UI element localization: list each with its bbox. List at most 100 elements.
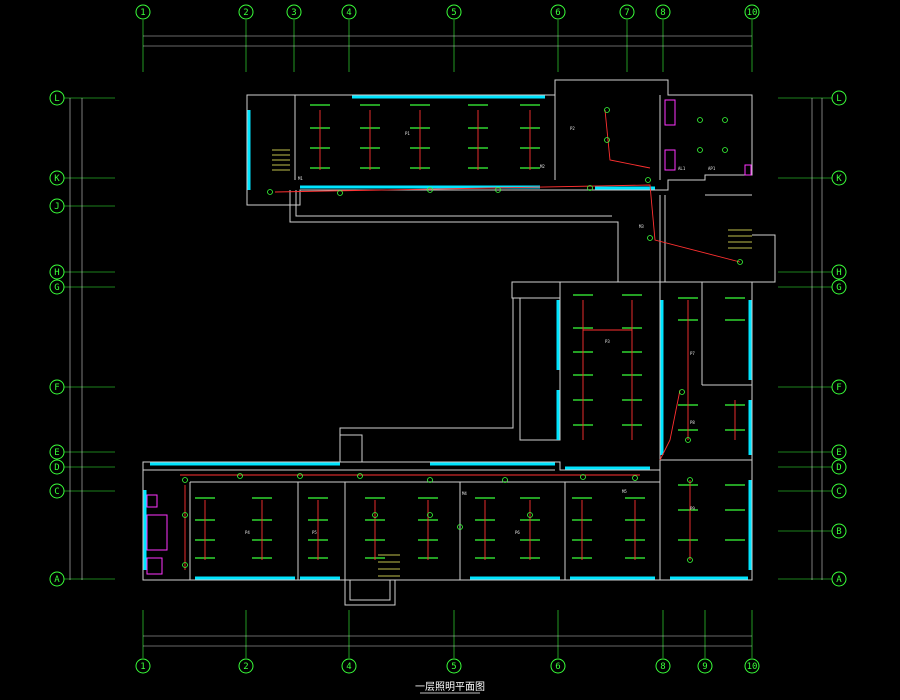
sensor-symbol bbox=[337, 190, 343, 196]
svg-text:J: J bbox=[54, 202, 59, 212]
building-walls bbox=[142, 79, 776, 606]
sensor-symbol bbox=[267, 189, 273, 195]
axis-right-B: B bbox=[831, 523, 847, 539]
axis-left-H: H bbox=[49, 264, 65, 280]
room-label: P2 bbox=[570, 126, 575, 131]
axis-top-1: 1 bbox=[135, 4, 151, 20]
sensor-symbol bbox=[495, 187, 501, 193]
sensor-symbol bbox=[679, 389, 685, 395]
room-label: P4 bbox=[245, 530, 250, 535]
sensor-symbol bbox=[372, 512, 378, 518]
drawing-caption: 一层照明平面图 bbox=[415, 681, 485, 693]
sensor-symbol bbox=[587, 185, 593, 191]
axis-left-E: E bbox=[49, 444, 65, 460]
axis-right-H: H bbox=[831, 264, 847, 280]
svg-text:H: H bbox=[54, 268, 59, 278]
sensor-symbol bbox=[457, 524, 463, 530]
axis-bottom-4: 4 bbox=[341, 658, 357, 674]
axis-top-7: 7 bbox=[619, 4, 635, 20]
room-label: P5 bbox=[312, 530, 317, 535]
panel-label: M3 bbox=[639, 224, 644, 229]
svg-text:D: D bbox=[836, 463, 841, 473]
svg-text:H: H bbox=[836, 268, 841, 278]
svg-text:9: 9 bbox=[702, 662, 707, 672]
sensor-symbol bbox=[427, 477, 433, 483]
axis-bottom-2: 2 bbox=[238, 658, 254, 674]
dimension-lines bbox=[69, 35, 823, 647]
svg-text:7: 7 bbox=[624, 8, 629, 18]
axis-bubbles-left: L K J HG F ED C A bbox=[49, 90, 65, 587]
axis-top-10: 10 bbox=[744, 4, 760, 20]
axis-left-F: F bbox=[49, 379, 65, 395]
sensor-symbol bbox=[427, 512, 433, 518]
axis-right-L: L bbox=[831, 90, 847, 106]
svg-text:2: 2 bbox=[243, 662, 248, 672]
windows bbox=[143, 95, 752, 580]
axis-left-K: K bbox=[49, 170, 65, 186]
svg-text:A: A bbox=[54, 575, 60, 585]
svg-text:E: E bbox=[54, 448, 59, 458]
axis-bottom-8: 8 bbox=[655, 658, 671, 674]
axis-left-L: L bbox=[49, 90, 65, 106]
sensor-symbol bbox=[737, 259, 743, 265]
svg-text:4: 4 bbox=[346, 8, 351, 18]
svg-text:6: 6 bbox=[555, 662, 560, 672]
room-label: P1 bbox=[405, 131, 410, 136]
axis-bottom-5: 5 bbox=[446, 658, 462, 674]
sensor-symbol bbox=[722, 117, 728, 123]
axis-left-G: G bbox=[49, 279, 65, 295]
svg-text:E: E bbox=[836, 448, 841, 458]
svg-text:C: C bbox=[836, 487, 841, 497]
sensor-symbol bbox=[502, 477, 508, 483]
svg-text:2: 2 bbox=[243, 8, 248, 18]
toilet-fixtures bbox=[146, 99, 752, 575]
svg-text:1: 1 bbox=[140, 8, 145, 18]
stairs bbox=[272, 149, 752, 577]
sensor-symbol bbox=[645, 177, 651, 183]
sensor-symbol bbox=[685, 437, 691, 443]
panel-label: M5 bbox=[622, 489, 627, 494]
axis-right-G: G bbox=[831, 279, 847, 295]
svg-text:10: 10 bbox=[747, 662, 758, 672]
room-label: P8 bbox=[690, 420, 695, 425]
wiring-circuits bbox=[180, 109, 741, 570]
svg-text:F: F bbox=[54, 383, 59, 393]
axis-top-8: 8 bbox=[655, 4, 671, 20]
grid-lines bbox=[64, 20, 832, 658]
svg-text:K: K bbox=[836, 174, 842, 184]
svg-text:B: B bbox=[836, 527, 841, 537]
sensor-symbol bbox=[632, 475, 638, 481]
sensor-symbol bbox=[357, 473, 363, 479]
sensor-symbol bbox=[182, 477, 188, 483]
axis-top-4: 4 bbox=[341, 4, 357, 20]
axis-right-E: E bbox=[831, 444, 847, 460]
svg-text:D: D bbox=[54, 463, 59, 473]
axis-right-K: K bbox=[831, 170, 847, 186]
sensor-symbol bbox=[604, 107, 610, 113]
axis-bubbles-bottom: 1 2 4 5 6 8 9 10 bbox=[135, 658, 760, 674]
sensor-symbol bbox=[687, 477, 693, 483]
room-label: P3 bbox=[605, 339, 610, 344]
axis-bottom-6: 6 bbox=[550, 658, 566, 674]
svg-text:8: 8 bbox=[660, 8, 665, 18]
svg-text:C: C bbox=[54, 487, 59, 497]
axis-bottom-9: 9 bbox=[697, 658, 713, 674]
svg-text:F: F bbox=[836, 383, 841, 393]
panel-label: AL1 bbox=[678, 166, 686, 171]
sensor-symbol bbox=[182, 512, 188, 518]
sensor-symbol bbox=[697, 117, 703, 123]
sensor-symbol bbox=[697, 147, 703, 153]
axis-top-3: 3 bbox=[286, 4, 302, 20]
axis-bottom-1: 1 bbox=[135, 658, 151, 674]
axis-left-D: D bbox=[49, 459, 65, 475]
svg-text:3: 3 bbox=[291, 8, 296, 18]
axis-right-C: C bbox=[831, 483, 847, 499]
svg-text:G: G bbox=[836, 283, 841, 293]
axis-top-2: 2 bbox=[238, 4, 254, 20]
svg-text:5: 5 bbox=[451, 662, 456, 672]
svg-text:K: K bbox=[54, 174, 60, 184]
sensor-symbol bbox=[647, 235, 653, 241]
